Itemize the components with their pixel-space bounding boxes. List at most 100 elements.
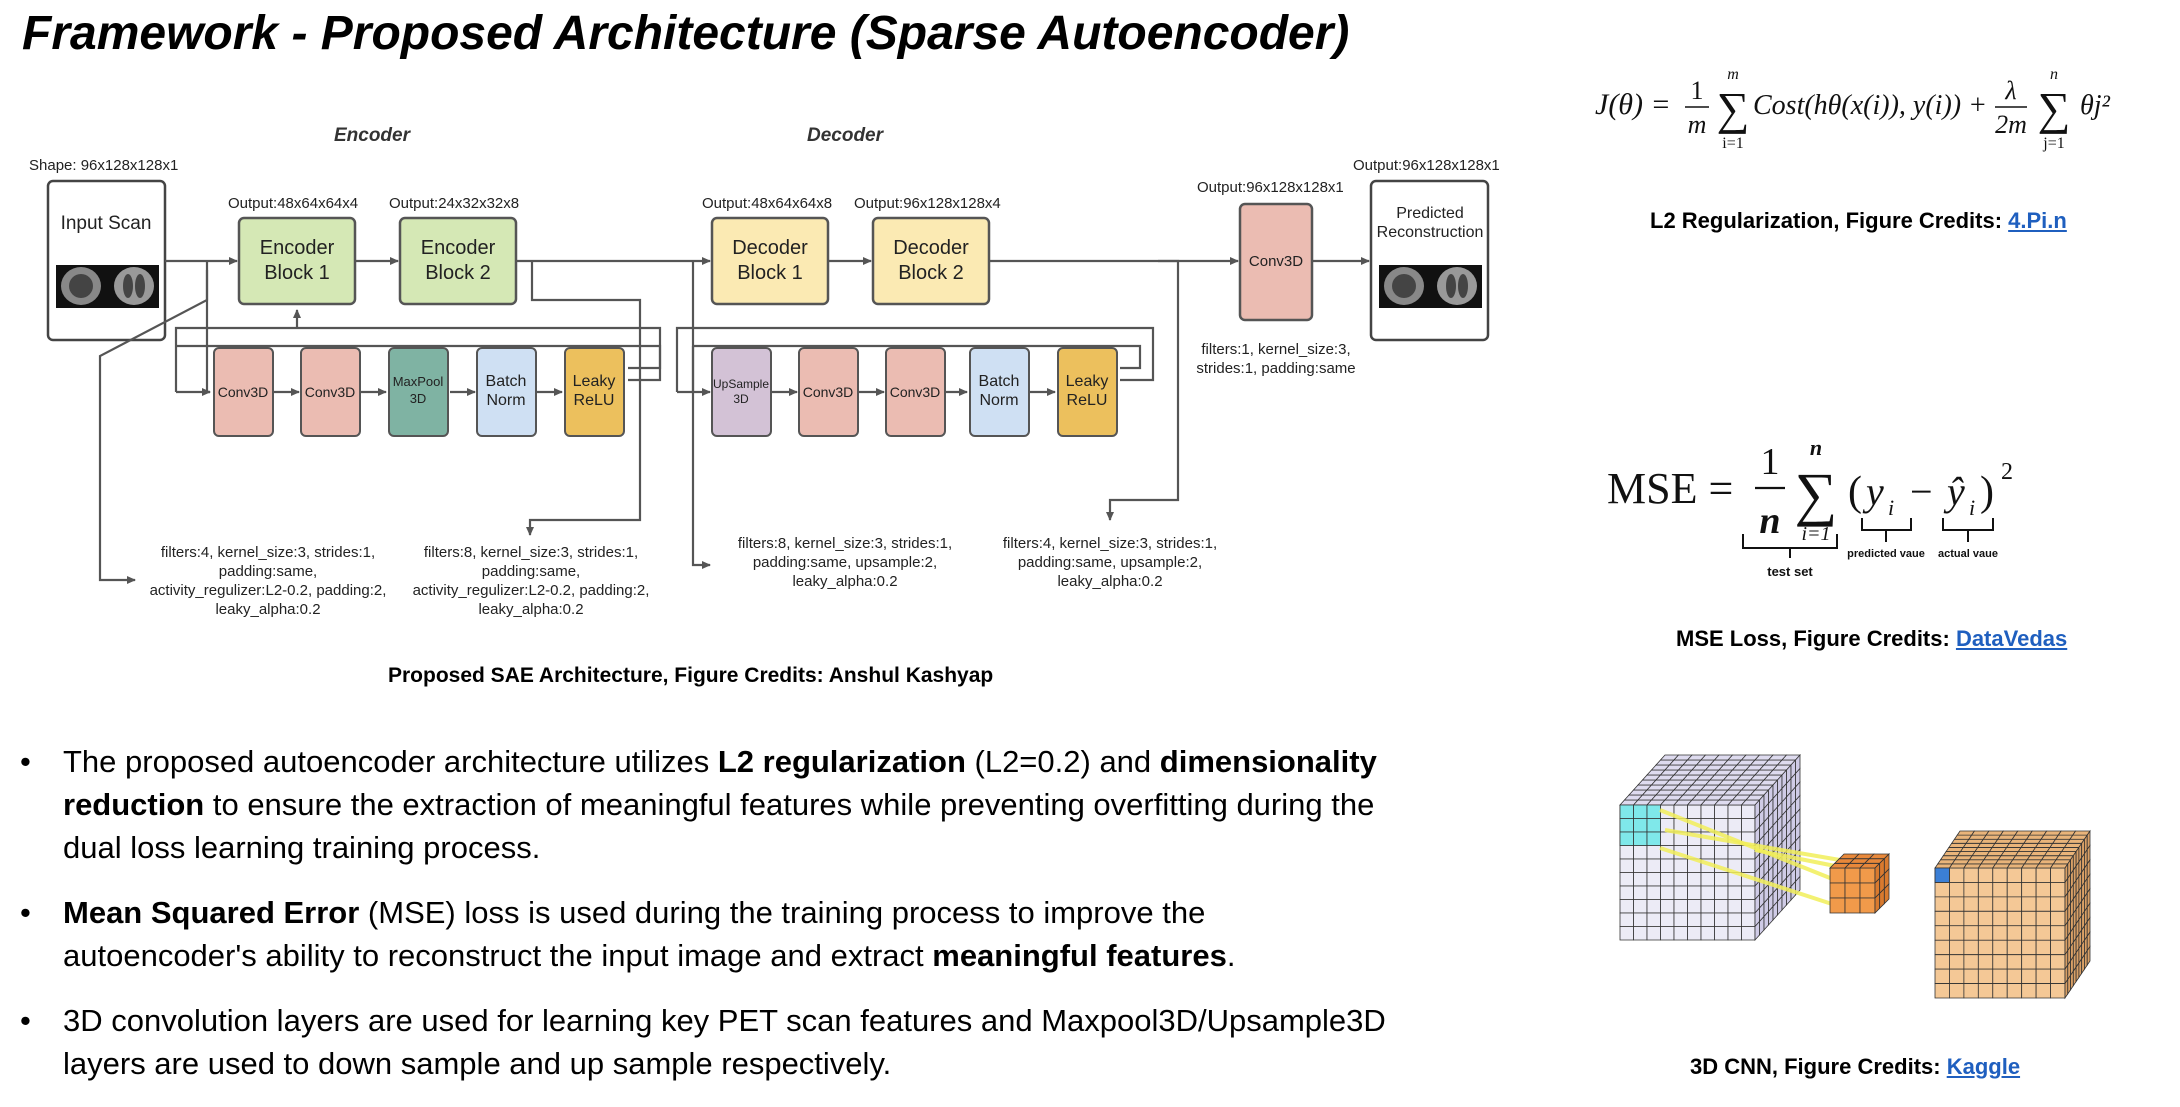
enc-conv3d-1	[213, 347, 274, 437]
output-volume-front-cell	[1934, 939, 1950, 956]
cnn-caption: 3D CNN, Figure Credits: Kaggle	[1690, 1054, 2020, 1080]
brain-scan-thumbnail	[56, 265, 159, 308]
bold-term: meaningful features	[932, 938, 1227, 973]
dec-conv3d-1	[798, 347, 859, 437]
input-volume-front-cell	[1673, 858, 1688, 873]
l2-frac2-num: λ	[2004, 76, 2016, 105]
output-volume-front-cell	[1949, 954, 1965, 970]
text-run: (MSE) loss is used during the training p…	[63, 895, 1206, 973]
mse-sum-top: n	[1810, 435, 1822, 460]
conv-final-output: Output:96x128x128x1	[1197, 179, 1344, 196]
note-line: filters:8, kernel_size:3, strides:1,	[738, 535, 952, 552]
output-volume-front-cell	[1963, 910, 1979, 927]
note-line: leaky_alpha:0.2	[792, 573, 897, 590]
l2-frac-num: 1	[1691, 76, 1704, 105]
conv-final-label: Conv3D	[1249, 253, 1303, 270]
cnn-credit-link[interactable]: Kaggle	[1946, 1054, 2021, 1079]
kernel-front-cell	[1844, 867, 1861, 884]
bullet-list: •The proposed autoencoder architecture u…	[20, 740, 1400, 1107]
decoder-block1-line1: Decoder	[732, 237, 808, 259]
enc-batchnorm-label2: Norm	[486, 392, 525, 409]
output-volume-front-cell	[2050, 896, 2066, 912]
encoder-label: Encoder	[334, 125, 412, 146]
cnn-caption-text: 3D CNN, Figure Credits:	[1690, 1054, 1947, 1079]
mse-caption: MSE Loss, Figure Credits: DataVedas	[1676, 626, 2067, 652]
encoder1-note: filters:4, kernel_size:3, strides:1, pad…	[150, 544, 387, 618]
output-volume-front-cell	[2035, 983, 2051, 999]
encoder-layer-row: Conv3D Conv3D MaxPool 3D Batch Norm Leak…	[213, 347, 625, 437]
output-volume-front-cell	[1949, 968, 1965, 984]
output-volume-front-cell	[2050, 910, 2066, 927]
kernel-region-cell	[1646, 831, 1661, 846]
input-volume-front-cell	[1673, 885, 1688, 900]
decoder1-note: filters:8, kernel_size:3, strides:1, pad…	[738, 535, 952, 590]
output-volume-front-cell	[2006, 983, 2023, 999]
input-volume-front-cell	[1714, 872, 1729, 887]
dec-leakyrelu	[1057, 347, 1118, 437]
l2-caption: L2 Regularization, Figure Credits: 4.Pi.…	[1650, 208, 2067, 234]
output-volume-side-cell	[2081, 953, 2085, 975]
output-volume-front-cell	[1934, 954, 1950, 970]
l2-credit-link[interactable]: 4.Pi.n	[2008, 208, 2067, 233]
output-volume-front-cell	[2035, 954, 2051, 970]
output-volume-front-cell	[1977, 954, 1994, 970]
kernel-region-cell	[1633, 818, 1648, 833]
note-line: filters:4, kernel_size:3, strides:1,	[1003, 535, 1217, 552]
decoder-block2-line1: Decoder	[893, 237, 969, 259]
output-volume-front-cell	[2050, 939, 2066, 956]
output-volume-front-cell	[2021, 983, 2037, 999]
input-volume-front-cell	[1714, 885, 1729, 900]
input-volume-front-cell	[1687, 912, 1702, 927]
architecture-diagram: Encoder Decoder Shape: 96x128x128x1 Inpu…	[29, 125, 1500, 618]
bold-term: L2 regularization	[717, 744, 966, 779]
note-line: filters:8, kernel_size:3, strides:1,	[424, 544, 638, 561]
kernel-front-cell	[1829, 897, 1846, 914]
input-volume-front-cell	[1714, 804, 1729, 819]
input-volume-front-cell	[1619, 926, 1634, 941]
input-volume-front-cell	[1673, 872, 1688, 887]
output-volume-front-cell	[1992, 939, 2008, 956]
enc-leakyrelu	[564, 347, 625, 437]
output-volume-front-cell	[2006, 939, 2023, 956]
input-volume-front-cell	[1619, 872, 1634, 887]
mse-term2: ŷ	[1943, 469, 1965, 514]
note-line: leaky_alpha:0.2	[215, 601, 320, 618]
kernel-front-cell	[1829, 867, 1846, 884]
input-volume-front-cell	[1660, 926, 1675, 941]
l2-formula: J(θ) = 1 m m ∑ i=1 Cost(hθ(x(i)), y(i)) …	[1595, 66, 2111, 152]
input-volume-front-cell	[1633, 926, 1648, 941]
output-volume-front-cell	[2050, 968, 2066, 984]
input-volume-front-cell	[1619, 858, 1634, 873]
mse-minus: −	[1910, 469, 1933, 514]
projection-line	[1664, 828, 1841, 862]
output-volume-front-cell	[1992, 954, 2008, 970]
output-volume-front-cell	[2021, 954, 2037, 970]
note-line: padding:same,	[219, 563, 317, 580]
mse-sub1: i	[1888, 495, 1894, 520]
input-volume-front-cell	[1619, 885, 1634, 900]
output-volume-front-cell	[2035, 910, 2051, 927]
output-volume-front-cell	[1963, 954, 1979, 970]
reconstruction-thumbnail	[1379, 265, 1482, 308]
decoder-block1-output: Output:48x64x64x8	[702, 195, 832, 212]
output-volume-front-cell	[2035, 882, 2051, 898]
mse-label-test: test set	[1767, 564, 1813, 579]
output-volume-front-cell	[2021, 968, 2037, 984]
input-volume-front-cell	[1687, 926, 1702, 941]
encoder-block1	[237, 216, 357, 306]
enc-leakyrelu-label2: ReLU	[574, 392, 615, 409]
text-run: 3D convolution layers are used for learn…	[63, 1003, 1386, 1081]
input-volume-front-cell	[1646, 872, 1661, 887]
note-line: activity_regulizer:L2-0.2, padding:2,	[413, 582, 650, 599]
output-volume-front-cell	[2021, 925, 2037, 941]
encoder-block1-line1: Encoder	[260, 237, 335, 259]
input-volume-front-cell	[1741, 818, 1756, 833]
l2-body: Cost(hθ(x(i)), y(i)) +	[1753, 90, 1987, 121]
note-line: padding:same, upsample:2,	[1018, 554, 1202, 571]
dec-conv3d-2	[885, 347, 946, 437]
dec-conv3d-1-label: Conv3D	[803, 384, 854, 400]
mse-credit-link[interactable]: DataVedas	[1955, 626, 2068, 651]
input-volume-front-cell	[1741, 912, 1756, 927]
input-volume-front-cell	[1687, 885, 1702, 900]
mse-frac-den: n	[1759, 500, 1780, 542]
